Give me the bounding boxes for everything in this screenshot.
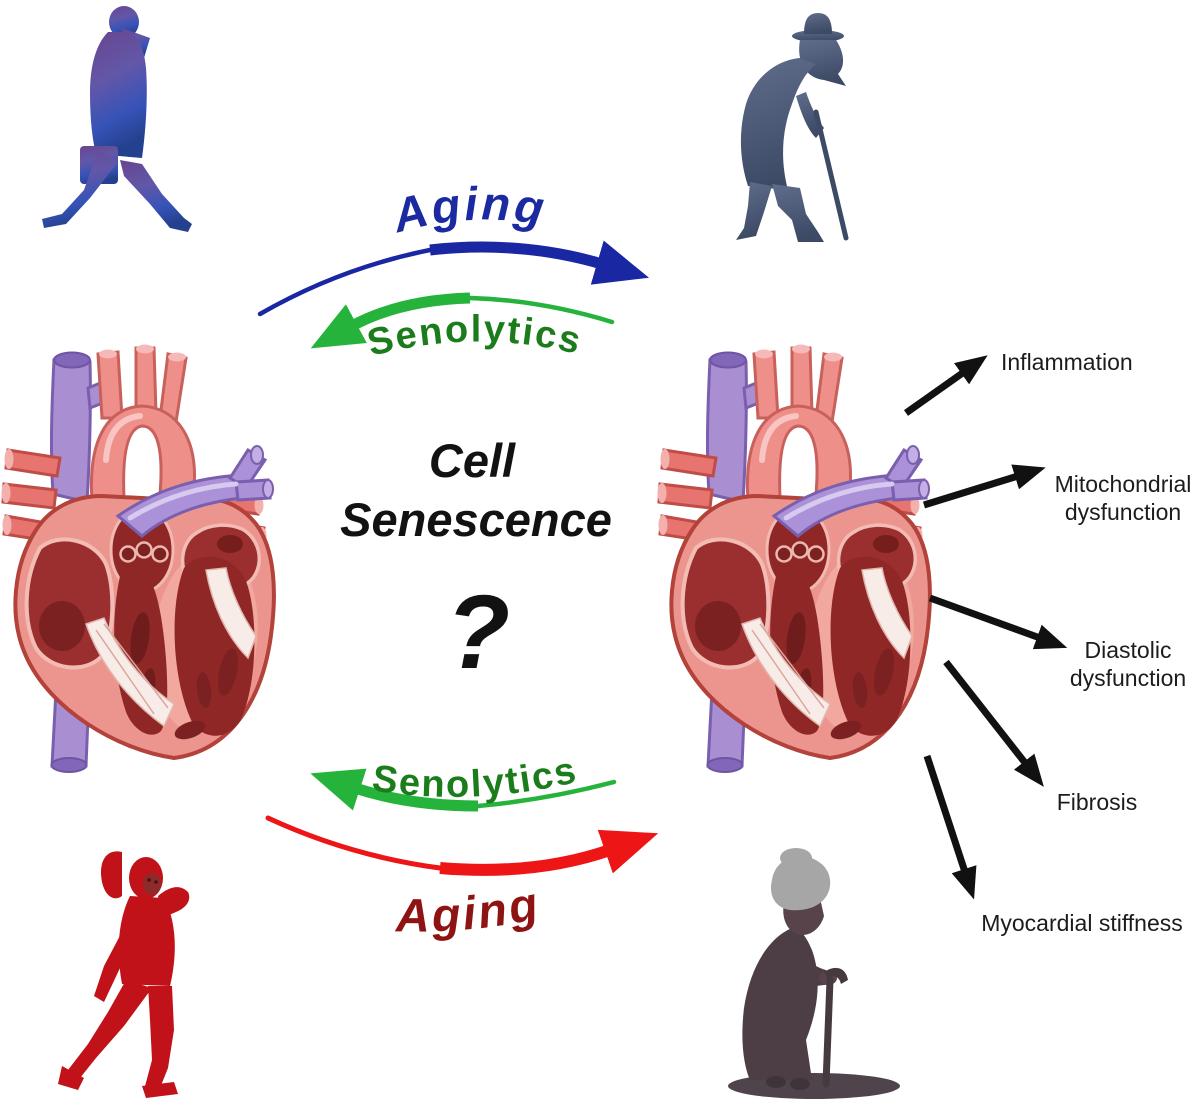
fibrosis-arrow bbox=[943, 659, 1044, 787]
young-man-torso bbox=[90, 32, 147, 158]
young-woman-back-foot bbox=[58, 1066, 84, 1090]
diastolic-dysfunction-arrow bbox=[928, 594, 1068, 650]
old-man-cane bbox=[813, 109, 849, 241]
old-woman-hair bbox=[770, 855, 831, 911]
old-woman-cane-handle bbox=[824, 967, 848, 984]
young-man-head bbox=[109, 6, 139, 38]
center-title-line1: Cell bbox=[429, 434, 516, 487]
mitochondrial-dysfunction-label-line2: dysfunction bbox=[1065, 499, 1181, 525]
young-man-back-leg bbox=[42, 150, 118, 228]
aging-forward-arrow-tail bbox=[257, 247, 433, 317]
myocardial-stiffness-arrow bbox=[923, 754, 977, 900]
old-man-hat-crown bbox=[804, 13, 832, 34]
question-mark: ? bbox=[446, 574, 510, 691]
consequences-panel: Inflammation Mitochondrial dysfunction D… bbox=[903, 349, 1192, 936]
old-man-back-leg bbox=[736, 182, 772, 240]
healthy-heart-illustration bbox=[2, 345, 274, 773]
mitochondrial-dysfunction-label-line1: Mitochondrial bbox=[1055, 471, 1192, 497]
bottom-cycle: Senolytics Aging bbox=[265, 749, 659, 942]
young-woman-front-leg bbox=[144, 986, 174, 1090]
old-woman-foot bbox=[766, 1076, 786, 1088]
aging-top-label: Aging bbox=[386, 176, 550, 242]
aging-reverse-arrow-tail bbox=[265, 815, 443, 871]
old-woman-foot bbox=[790, 1078, 810, 1090]
top-cycle: Aging Senolytics bbox=[257, 176, 650, 365]
aging-forward-arrow bbox=[429, 240, 650, 285]
senolytics-bottom-arrow bbox=[310, 768, 479, 812]
fibrosis-label: Fibrosis bbox=[1057, 789, 1138, 815]
young-woman-silhouette bbox=[58, 851, 190, 1098]
inflammation-arrow bbox=[903, 355, 988, 416]
old-man-torso bbox=[740, 58, 816, 190]
aging-reverse-arrow bbox=[439, 829, 659, 876]
old-woman-body bbox=[742, 928, 818, 1080]
mitochondrial-dysfunction-arrow bbox=[922, 464, 1046, 509]
young-man-front-leg bbox=[120, 160, 192, 232]
young-woman-back-arm bbox=[94, 928, 132, 1002]
old-man-silhouette bbox=[736, 13, 849, 242]
aging-bottom-label: Aging bbox=[395, 876, 545, 942]
aged-heart-illustration bbox=[658, 345, 930, 773]
old-woman-silhouette bbox=[728, 848, 900, 1099]
young-woman-back-leg bbox=[68, 980, 152, 1078]
young-woman-eye bbox=[154, 880, 158, 884]
senolytics-top-arrow bbox=[310, 292, 471, 349]
center-title-line2: Senescence bbox=[340, 493, 612, 546]
old-woman-hair-bun bbox=[780, 848, 812, 868]
old-man-front-leg bbox=[772, 184, 824, 242]
senolytics-bottom-arrow-tail bbox=[475, 779, 617, 809]
young-woman-torso bbox=[118, 896, 175, 986]
diastolic-dysfunction-label-line2: dysfunction bbox=[1070, 665, 1186, 691]
diastolic-dysfunction-label-line1: Diastolic bbox=[1085, 637, 1172, 663]
young-woman-ponytail bbox=[100, 851, 122, 899]
old-woman-cane bbox=[822, 976, 834, 1088]
young-man-silhouette bbox=[42, 6, 192, 232]
center-question: Cell Senescence ? bbox=[340, 434, 612, 691]
young-woman-eye bbox=[147, 878, 151, 882]
young-woman-face bbox=[143, 873, 161, 895]
old-man-head bbox=[799, 40, 846, 86]
young-woman-front-foot bbox=[142, 1082, 178, 1098]
inflammation-label: Inflammation bbox=[1001, 349, 1133, 375]
senolytics-top-arrow-tail bbox=[467, 295, 615, 325]
myocardial-stiffness-label: Myocardial stiffness bbox=[981, 910, 1183, 936]
senolytics-top-label: Senolytics bbox=[363, 308, 586, 364]
